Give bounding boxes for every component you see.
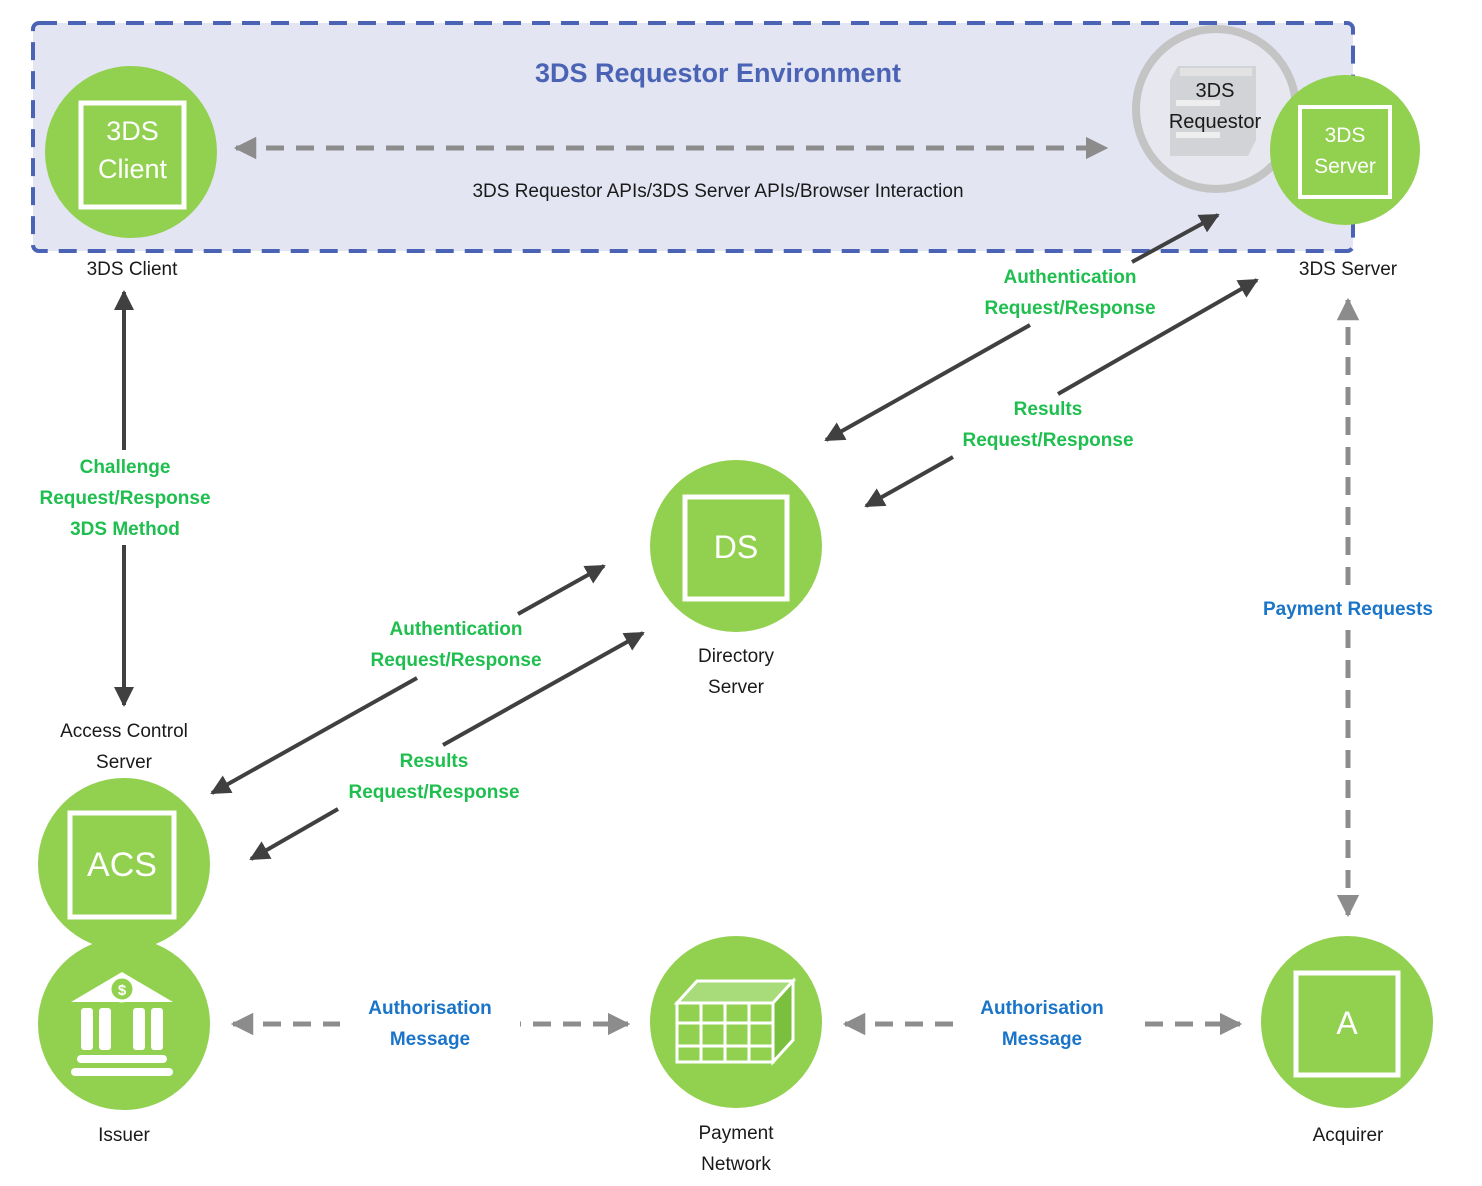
ds-caption-line-2: Server [708, 677, 764, 698]
issuer-caption: Issuer [98, 1125, 150, 1146]
acquirer-icon-text: A [1336, 1005, 1358, 1041]
client-caption: 3DS Client [86, 259, 178, 280]
requestor-line-2: Requestor [1168, 111, 1262, 133]
acs-node [38, 778, 210, 950]
payment-requests-label: Payment Requests [1262, 599, 1433, 620]
issuer-circle [38, 938, 210, 1110]
client-node [45, 66, 217, 238]
auth-top-label: Authentication Request/Response [960, 262, 1180, 324]
acs-circle [38, 778, 210, 950]
requestor-label: 3DS Requestor [1140, 76, 1290, 138]
challenge-label: Challenge Request/Response 3DS Method [10, 452, 240, 545]
client-icon-line-2: Client [97, 154, 168, 184]
network-node [650, 936, 822, 1108]
auth-msg-right-line-1: Authorisation [980, 998, 1104, 1019]
results-bottom-label: Results Request/Response [324, 746, 544, 808]
server-icon-frame [1298, 105, 1392, 199]
auth-msg-left-line-1: Authorisation [368, 998, 492, 1019]
acs-caption: Access Control Server [24, 716, 224, 778]
acs-caption-line-1: Access Control [60, 721, 188, 742]
results-bottom-label-line-2: Request/Response [348, 782, 520, 803]
network-caption-line-1: Payment [698, 1123, 774, 1144]
ds-circle [650, 460, 822, 632]
ds-icon-frame [682, 494, 790, 602]
server-node [1270, 75, 1420, 225]
auth-msg-right-label: Authorisation Message [932, 993, 1152, 1055]
client-icon-text: 3DS Client [81, 112, 184, 188]
acquirer-icon-frame [1293, 970, 1401, 1078]
interaction-label: 3DS Requestor APIs/3DS Server APIs/Brows… [472, 181, 964, 202]
auth-top-arrow-up [1131, 213, 1220, 264]
client-circle [45, 66, 217, 238]
challenge-label-line-3: 3DS Method [70, 519, 180, 540]
auth-bottom-label: Authentication Request/Response [346, 614, 566, 676]
results-bottom-arrow-up [442, 631, 645, 747]
client-icon-line-1: 3DS [106, 116, 159, 146]
results-top-label-line-2: Request/Response [962, 430, 1134, 451]
server-icon-text: 3DS Server [1300, 120, 1390, 182]
results-top-arrow-up [1057, 278, 1259, 396]
issuer-node: $ [38, 938, 210, 1110]
acquirer-circle [1261, 936, 1433, 1108]
auth-top-arrow-down [824, 323, 1031, 442]
results-top-arrow-down [864, 455, 954, 508]
requestor-chip-icon [1170, 66, 1256, 156]
auth-top-label-line-2: Request/Response [984, 298, 1156, 319]
auth-msg-left-line-2: Message [389, 1029, 471, 1050]
results-bottom-arrow-down [249, 807, 339, 861]
network-caption-line-2: Network [701, 1154, 771, 1175]
acs-icon-text: ACS [87, 846, 157, 884]
auth-msg-right-line-2: Message [1001, 1029, 1083, 1050]
auth-bottom-label-line-1: Authentication [389, 619, 523, 640]
auth-bottom-arrow-down [210, 676, 418, 795]
requestor-line-1: 3DS [1195, 80, 1235, 102]
results-bottom-label-line-1: Results [399, 751, 469, 772]
client-icon-frame [78, 100, 187, 210]
results-top-label-line-1: Results [1013, 399, 1083, 420]
network-caption: Payment Network [636, 1118, 836, 1180]
auth-top-label-line-1: Authentication [1003, 267, 1137, 288]
bank-icon: $ [71, 972, 173, 1076]
acs-caption-line-2: Server [96, 752, 152, 773]
ds-node [650, 460, 822, 632]
challenge-label-line-1: Challenge [79, 457, 171, 478]
acquirer-caption: Acquirer [1312, 1125, 1384, 1146]
ds-caption-line-1: Directory [697, 646, 774, 667]
server-caption: 3DS Server [1298, 259, 1398, 280]
challenge-label-line-2: Request/Response [39, 488, 211, 509]
auth-bottom-label-line-2: Request/Response [370, 650, 542, 671]
acquirer-node [1261, 936, 1433, 1108]
acs-icon-frame [67, 810, 177, 920]
results-top-label: Results Request/Response [938, 394, 1158, 456]
auth-msg-left-label: Authorisation Message [320, 993, 540, 1055]
server-circle [1270, 75, 1420, 225]
svg-text:$: $ [118, 982, 127, 999]
server-icon-line-1: 3DS [1324, 124, 1366, 147]
network-grid-icon [673, 977, 797, 1066]
auth-bottom-arrow-up [517, 564, 606, 616]
ds-caption: Directory Server [636, 641, 836, 703]
ds-icon-text: DS [713, 529, 759, 565]
environment-title: 3DS Requestor Environment [534, 58, 902, 88]
server-icon-line-2: Server [1314, 155, 1376, 178]
